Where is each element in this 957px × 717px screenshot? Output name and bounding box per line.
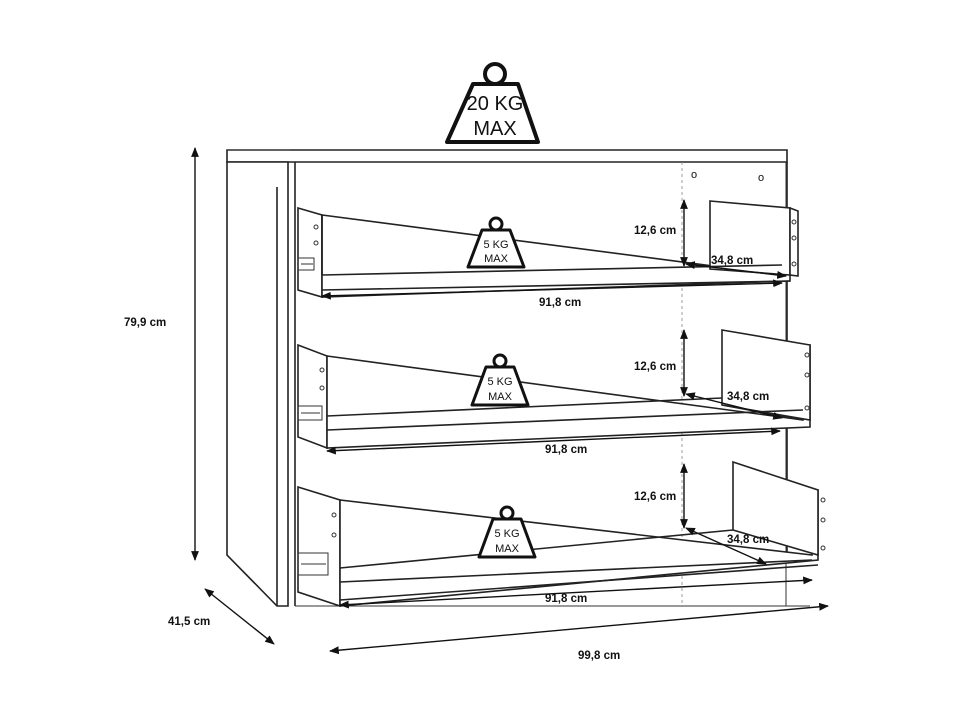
top-load-line2: MAX bbox=[473, 118, 516, 140]
drawer-3-weight-icon: 5 KG MAX bbox=[477, 505, 537, 559]
drawer-3-load-line2: MAX bbox=[495, 543, 520, 555]
drawer-1 bbox=[297, 200, 799, 299]
drawer-1-width: 91,8 cm bbox=[539, 297, 581, 309]
top-load-line1: 20 KG bbox=[467, 93, 524, 115]
drawer-2 bbox=[297, 329, 811, 450]
top-weight-icon: 20 KG MAX bbox=[445, 62, 540, 144]
drawer-3-dims: 12,6 cm 34,8 cm 91,8 cm bbox=[339, 463, 813, 609]
drawer-3-depth: 34,8 cm bbox=[727, 534, 769, 546]
drawer-2-width: 91,8 cm bbox=[545, 444, 587, 456]
svg-text:o: o bbox=[758, 172, 764, 184]
drawer-2-load-line2: MAX bbox=[488, 391, 513, 403]
drawer-2-dims: 12,6 cm 34,8 cm 91,8 cm bbox=[326, 329, 783, 456]
drawer-3-width: 91,8 cm bbox=[545, 593, 587, 605]
drawer-1-weight-icon: 5 KG MAX bbox=[466, 216, 526, 269]
drawer-1-depth: 34,8 cm bbox=[711, 255, 753, 267]
drawer-2-depth: 34,8 cm bbox=[727, 391, 769, 403]
drawer-1-dims: 12,6 cm 34,8 cm 91,8 cm bbox=[321, 199, 787, 309]
height-dimension: 79,9 cm bbox=[124, 147, 199, 561]
drawer-3-height: 12,6 cm bbox=[634, 491, 676, 503]
drawer-2-height: 12,6 cm bbox=[634, 361, 676, 373]
width-label: 99,8 cm bbox=[578, 650, 620, 662]
depth-dimension: 41,5 cm bbox=[168, 588, 275, 645]
drawer-1-load-line1: 5 KG bbox=[483, 239, 508, 251]
drawer-1-load-line2: MAX bbox=[484, 253, 509, 265]
width-dimension: 99,8 cm bbox=[329, 602, 829, 662]
drawer-3-load-line1: 5 KG bbox=[494, 528, 519, 540]
depth-label: 41,5 cm bbox=[168, 616, 210, 628]
drawer-1-height: 12,6 cm bbox=[634, 225, 676, 237]
drawer-2-weight-icon: 5 KG MAX bbox=[470, 353, 530, 407]
svg-text:o: o bbox=[691, 169, 697, 181]
height-label: 79,9 cm bbox=[124, 317, 166, 329]
drawer-2-load-line1: 5 KG bbox=[487, 376, 512, 388]
